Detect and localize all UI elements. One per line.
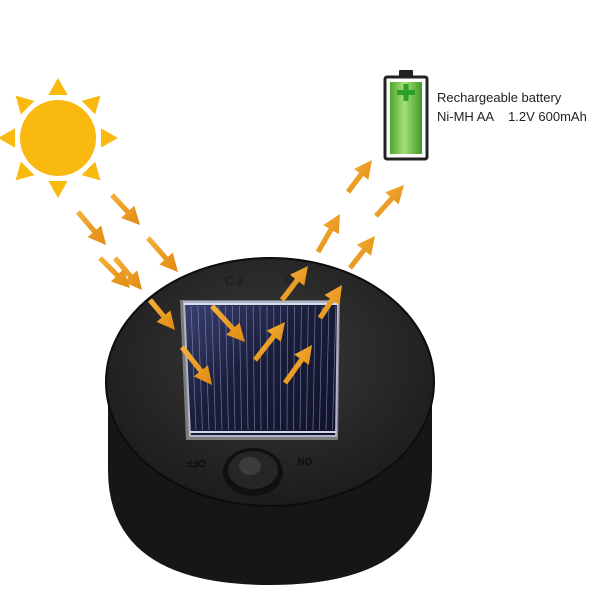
panel-cell-line — [211, 305, 216, 431]
arrow — [374, 185, 404, 218]
panel-cell-line — [225, 305, 229, 431]
arrow — [315, 214, 340, 254]
panel-cell-line — [332, 305, 337, 431]
panel-cell-line — [312, 305, 316, 431]
sun-ray — [81, 161, 101, 181]
arrow — [110, 193, 140, 225]
arrow — [210, 304, 245, 342]
arrow — [345, 160, 372, 194]
battery-icon — [383, 70, 429, 161]
power-switch[interactable] — [223, 448, 283, 496]
battery-type: Ni-MH AA — [437, 109, 495, 124]
arrow — [348, 236, 375, 270]
energy-arrows — [253, 160, 404, 385]
panel-cell-line — [190, 305, 197, 431]
panel-cell-line — [306, 305, 309, 431]
sun-ray — [15, 161, 35, 181]
solar-panel — [180, 300, 340, 440]
panel-cell-line — [299, 305, 302, 431]
panel-cell-line — [266, 305, 268, 431]
arrow — [146, 236, 178, 272]
battery-specs-line: Ni-MH AA 1.2V 600mAh — [437, 107, 587, 126]
sun-icon — [0, 78, 118, 198]
arrow — [76, 210, 106, 245]
arrow — [279, 266, 308, 302]
switch-off-label: OFF — [186, 457, 206, 468]
battery-label: Rechargeable battery Ni-MH AA 1.2V 600mAh — [437, 88, 587, 126]
switch-on-label: ON — [298, 455, 313, 466]
sun-ray — [15, 95, 35, 115]
panel-cell-line — [245, 305, 249, 431]
panel-cell-line — [252, 305, 255, 431]
arrow — [98, 256, 130, 288]
battery-voltage-capacity: 1.2V 600mAh — [508, 109, 587, 124]
arrow — [282, 345, 312, 385]
sun-ray — [48, 180, 68, 198]
plus-icon — [397, 84, 415, 101]
arrow — [113, 256, 142, 290]
panel-cell-line — [325, 305, 330, 431]
panel-cell-line — [286, 305, 288, 431]
panel-cell-line — [259, 305, 262, 431]
sun-ray — [48, 78, 68, 96]
sun-ray — [0, 128, 16, 148]
arrow — [180, 345, 212, 385]
battery-title: Rechargeable battery — [437, 90, 562, 105]
sun-ray — [81, 95, 101, 115]
sunlight-arrows — [76, 193, 245, 385]
arrow — [317, 285, 342, 320]
panel-cell-line — [218, 305, 223, 431]
arrow — [148, 298, 175, 330]
embossed-mark-2: ♺ — [284, 272, 295, 286]
embossed-mark: C ∂ — [225, 274, 243, 288]
arrow — [253, 322, 285, 362]
panel-cell-line — [319, 305, 323, 431]
sun-ray — [100, 128, 118, 148]
